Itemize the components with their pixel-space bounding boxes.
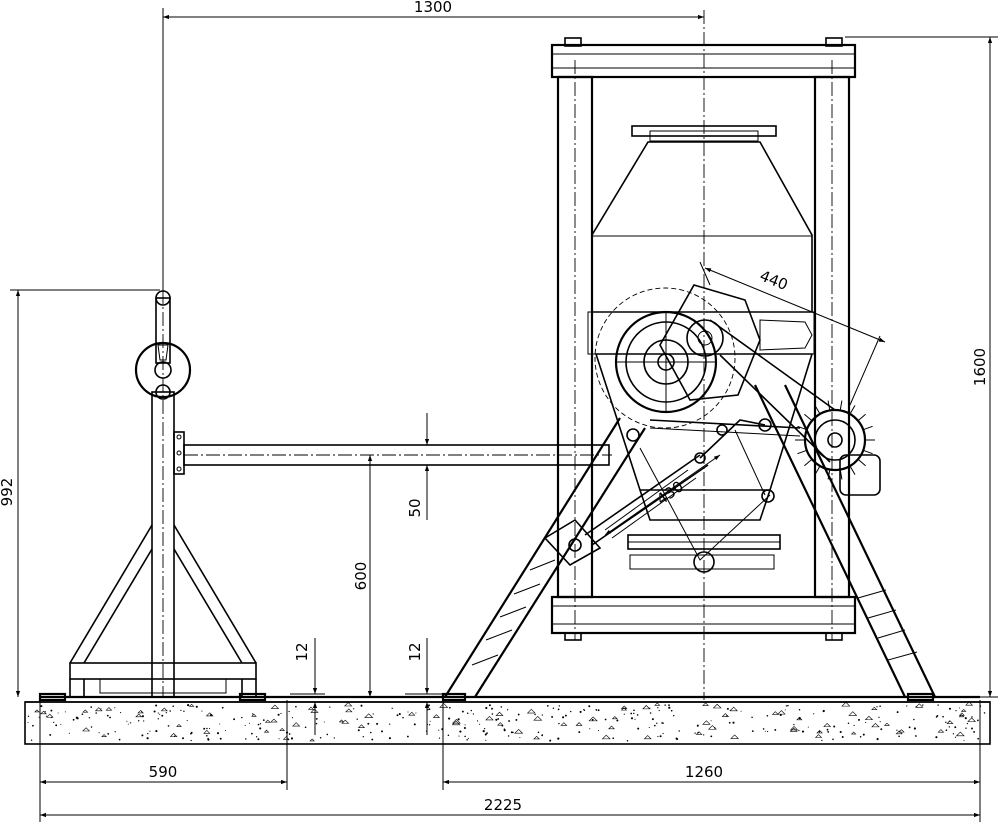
dim-top-span: 1300 — [414, 0, 452, 16]
dim-bottom-right: 1260 — [685, 763, 723, 781]
concrete-foundation — [24, 692, 991, 745]
concrete-speckle — [27, 701, 986, 742]
dim-left-height: 992 — [0, 478, 16, 507]
dim-arm-offset: 50 — [406, 498, 424, 517]
dim-bottom-left: 590 — [149, 763, 178, 781]
dimension-lines — [10, 8, 998, 822]
left-support-stand — [69, 290, 257, 698]
main-frame — [550, 10, 857, 700]
drive-assembly — [594, 284, 881, 496]
mixing-drum — [587, 125, 815, 573]
bottom-pivot — [693, 551, 715, 573]
left-pulley — [134, 341, 192, 399]
dim-right-height: 1600 — [971, 348, 989, 386]
dim-base-mid: 12 — [406, 642, 424, 661]
dim-bottom-total: 2225 — [484, 796, 522, 814]
dim-base-left: 12 — [293, 642, 311, 661]
dim-belt-top: 440 — [757, 267, 790, 294]
dim-arm-height: 600 — [352, 562, 370, 591]
horizontal-arm — [183, 444, 612, 466]
